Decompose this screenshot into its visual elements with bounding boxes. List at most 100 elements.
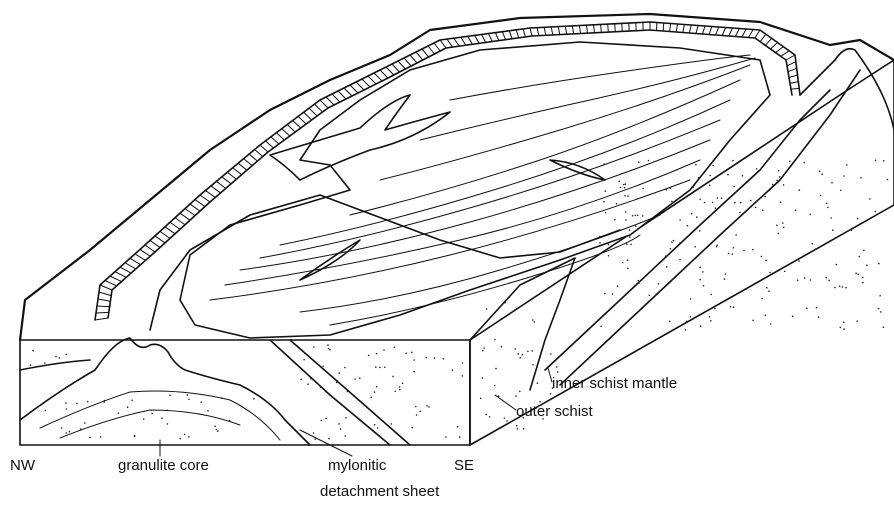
stipple-dot bbox=[827, 207, 829, 209]
margin-hatch-tick bbox=[748, 30, 753, 38]
stipple-dot bbox=[825, 277, 827, 279]
margin-hatch-tick bbox=[789, 75, 798, 78]
stipple-dot bbox=[637, 215, 639, 217]
stipple-dot bbox=[376, 353, 378, 355]
margin-hatch-tick bbox=[190, 204, 200, 211]
stipple-dot bbox=[755, 207, 757, 209]
margin-hatch-tick bbox=[615, 24, 616, 32]
stipple-dot bbox=[843, 328, 845, 330]
stipple-dot bbox=[59, 357, 61, 359]
stipple-dot bbox=[625, 211, 627, 213]
stipple-dot bbox=[710, 320, 712, 322]
stipple-dot bbox=[557, 371, 559, 373]
margin-hatch-tick bbox=[205, 190, 215, 197]
stipple-dot bbox=[734, 202, 736, 204]
stipple-dot bbox=[188, 399, 190, 401]
stipple-dot bbox=[445, 436, 447, 438]
stipple-dot bbox=[514, 348, 516, 350]
stipple-dot bbox=[624, 195, 626, 197]
margin-hatch-tick bbox=[332, 94, 340, 102]
margin-hatch-tick bbox=[398, 61, 405, 69]
margin-hatch-tick bbox=[572, 26, 573, 34]
stipple-dot bbox=[735, 234, 737, 236]
stipple-dot bbox=[394, 347, 396, 349]
stipple-dot bbox=[375, 366, 377, 368]
stipple-dot bbox=[625, 219, 627, 221]
margin-hatch-tick bbox=[781, 51, 789, 57]
stipple-dot bbox=[605, 212, 607, 214]
stipple-dot bbox=[87, 401, 89, 403]
stipple-dot bbox=[537, 382, 539, 384]
margin-hatch-tick bbox=[298, 116, 306, 124]
stipple-dot bbox=[702, 271, 704, 273]
stipple-dot bbox=[325, 418, 327, 420]
stipple-dot bbox=[834, 287, 836, 289]
stipple-dot bbox=[845, 287, 847, 289]
margin-hatch-tick bbox=[765, 38, 771, 45]
stipple-dot bbox=[709, 185, 711, 187]
stipple-dot bbox=[626, 243, 628, 245]
stipple-dot bbox=[832, 229, 834, 231]
label-outer-schist: outer schist bbox=[516, 404, 593, 419]
stipple-dot bbox=[134, 436, 136, 438]
margin-hatch-tick bbox=[309, 108, 317, 116]
stipple-dot bbox=[426, 357, 428, 359]
stipple-dot bbox=[851, 230, 853, 232]
stipple-dot bbox=[730, 306, 732, 308]
stipple-dot bbox=[762, 209, 764, 211]
stipple-dot bbox=[612, 293, 614, 295]
stipple-dot bbox=[879, 295, 881, 297]
stipple-dot bbox=[328, 438, 330, 440]
stipple-dot bbox=[797, 279, 799, 281]
stipple-dot bbox=[669, 282, 671, 284]
stipple-dot bbox=[714, 308, 716, 310]
stipple-dot bbox=[504, 302, 506, 304]
stipple-dot bbox=[200, 401, 202, 403]
margin-hatch-tick bbox=[227, 172, 236, 179]
stipple-dot bbox=[329, 349, 331, 351]
stipple-dot bbox=[699, 279, 701, 281]
stipple-dot bbox=[303, 359, 305, 361]
stipple-dot bbox=[761, 298, 763, 300]
stipple-dot bbox=[374, 424, 376, 426]
stipple-dot bbox=[725, 273, 727, 275]
stipple-dot bbox=[727, 174, 729, 176]
margin-hatch-tick bbox=[180, 213, 190, 220]
stipple-dot bbox=[104, 400, 106, 402]
stipple-dot bbox=[599, 242, 601, 244]
stipple-dot bbox=[816, 307, 818, 309]
stipple-dot bbox=[839, 286, 841, 288]
stipple-dot bbox=[143, 418, 145, 420]
stipple-dot bbox=[804, 277, 806, 279]
margin-hatch-tick bbox=[392, 64, 400, 72]
margin-hatch-tick bbox=[475, 35, 479, 43]
stipple-dot bbox=[795, 210, 797, 212]
stipple-dot bbox=[666, 189, 668, 191]
stipple-dot bbox=[519, 357, 521, 359]
stipple-dot bbox=[694, 246, 696, 248]
stipple-dot bbox=[717, 197, 719, 199]
stipple-dot bbox=[860, 177, 862, 179]
stipple-dot bbox=[428, 406, 430, 408]
stipple-dot bbox=[818, 316, 820, 318]
stipple-dot bbox=[489, 416, 491, 418]
stipple-dot bbox=[642, 188, 644, 190]
stipple-dot bbox=[614, 219, 616, 221]
margin-hatch-tick bbox=[663, 23, 664, 31]
margin-hatch-tick bbox=[523, 29, 525, 37]
margin-hatch-tick bbox=[716, 27, 719, 35]
margin-hatch-tick bbox=[362, 79, 370, 87]
stipple-dot bbox=[416, 414, 418, 416]
stipple-dot bbox=[622, 262, 624, 264]
margin-hatch-tick bbox=[760, 34, 766, 42]
stipple-dot bbox=[858, 273, 860, 275]
stipple-dot bbox=[376, 386, 378, 388]
stipple-dot bbox=[638, 161, 640, 163]
stipple-dot bbox=[151, 413, 153, 415]
stipple-dot bbox=[636, 283, 638, 285]
margin-hatch-tick bbox=[742, 29, 746, 37]
stipple-dot bbox=[413, 359, 415, 361]
stipple-dot bbox=[712, 202, 714, 204]
margin-hatch-tick bbox=[608, 24, 609, 32]
stipple-dot bbox=[207, 410, 209, 412]
